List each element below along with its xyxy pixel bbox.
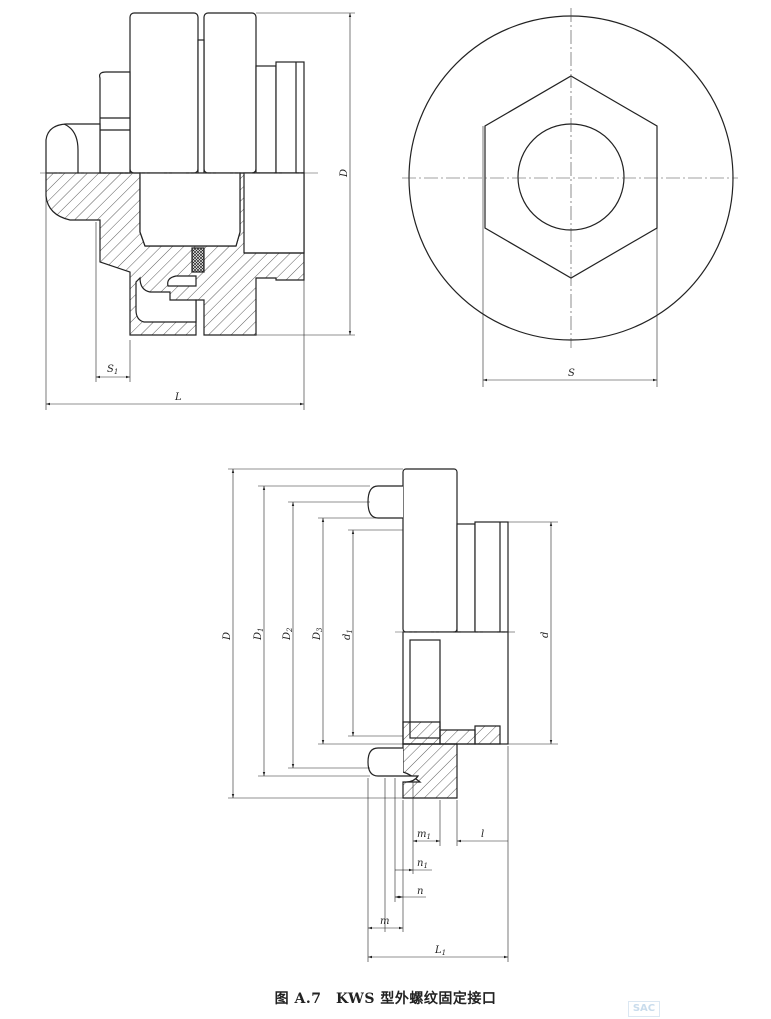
bottom-dimensions (228, 468, 558, 962)
label-n1: n1 (417, 858, 428, 870)
label-S1-top: S1 (107, 364, 118, 376)
flange-upper (402, 468, 458, 633)
label-L1: L1 (434, 945, 446, 957)
label-m1: m1 (417, 829, 431, 841)
cap-knob (45, 123, 101, 173)
label-l: l (481, 829, 484, 840)
label-D1: D1 (253, 628, 265, 642)
front-flange (129, 12, 199, 174)
rear-flange (203, 12, 257, 174)
flange-lower-section (402, 721, 441, 745)
label-n: n (417, 886, 423, 897)
label-d: d (540, 632, 551, 638)
side-section-view (45, 12, 305, 336)
seal-ring (191, 247, 205, 273)
label-L-top: L (174, 392, 182, 403)
label-S: S (568, 368, 575, 379)
label-D2: D2 (282, 627, 294, 641)
label-m: m (380, 916, 389, 927)
label-d1: d1 (342, 629, 354, 640)
top-dimensions (45, 12, 355, 410)
end-view (408, 15, 734, 341)
sac-logo: SAC (628, 1001, 660, 1017)
threaded-tail (255, 65, 277, 174)
kws-section-view (367, 468, 509, 799)
label-D3: D3 (312, 627, 324, 641)
hex-nut (99, 71, 131, 174)
figure-caption: 图 A.7 KWS 型外螺纹固定接口 (274, 991, 497, 1007)
label-D-top: D (339, 169, 350, 178)
thread-upper (474, 521, 509, 633)
label-D: D (222, 632, 233, 641)
